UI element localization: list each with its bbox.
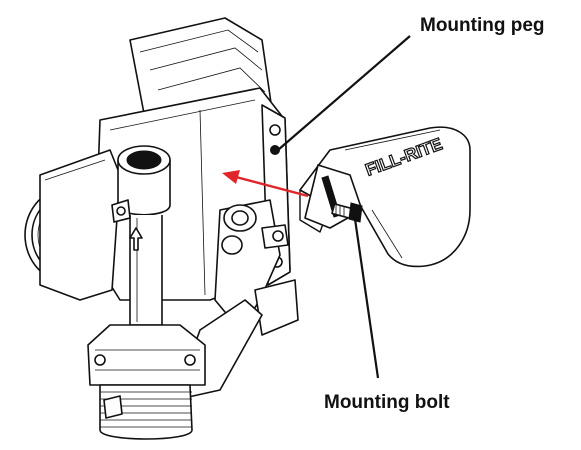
inlet-port [117, 145, 171, 216]
mounting-bolt-leader [352, 211, 380, 379]
mounting-bolt [331, 202, 363, 223]
nozzle-boot: FILL-RITE [299, 126, 471, 268]
mounting-bolt-label: Mounting bolt [324, 392, 450, 413]
mounting-peg-label: Mounting peg [420, 15, 545, 36]
mounting-peg-leader [277, 35, 411, 151]
insertion-arrow [222, 170, 309, 198]
meter-body: XX [24, 17, 299, 440]
bottom-fitting: XX [87, 324, 206, 440]
